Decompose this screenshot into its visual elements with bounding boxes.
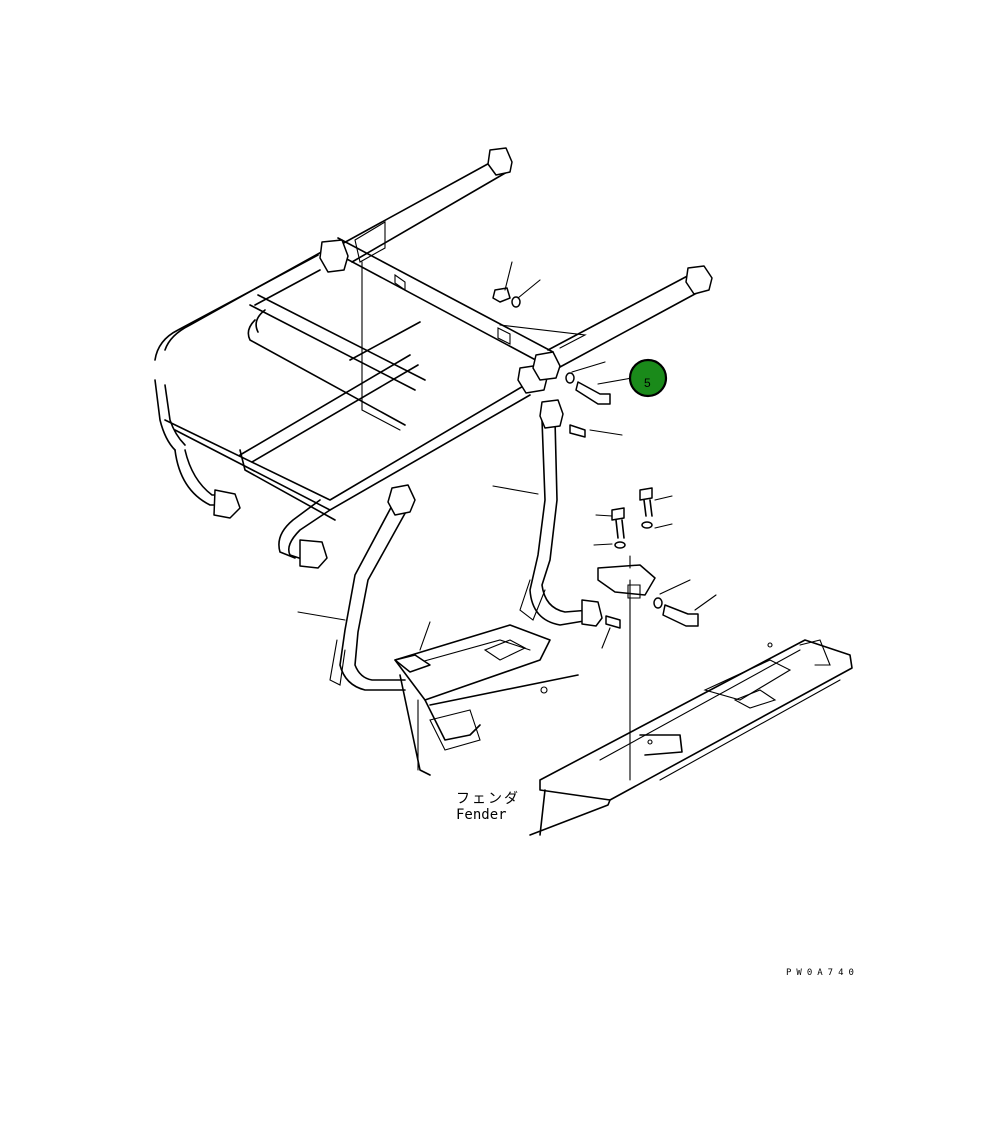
canopy-frame (154, 147, 713, 569)
fender-label-english: Fender (456, 807, 507, 823)
drawing-code: PW0A740 (786, 968, 859, 978)
callout-5-number[interactable]: 5 (644, 376, 651, 390)
front-left-post (297, 484, 416, 691)
callout-5-leader (597, 377, 633, 385)
fender-label-japanese: フェンダ (456, 791, 520, 807)
left-fender-mount (394, 621, 579, 776)
callout-5-circle[interactable] (628, 358, 668, 398)
right-fender-rail (529, 639, 853, 836)
callout-5-badge[interactable]: 5 (628, 358, 668, 398)
front-right-post (492, 399, 603, 627)
hardware-parts (492, 261, 717, 649)
mounting-bracket (597, 564, 656, 781)
